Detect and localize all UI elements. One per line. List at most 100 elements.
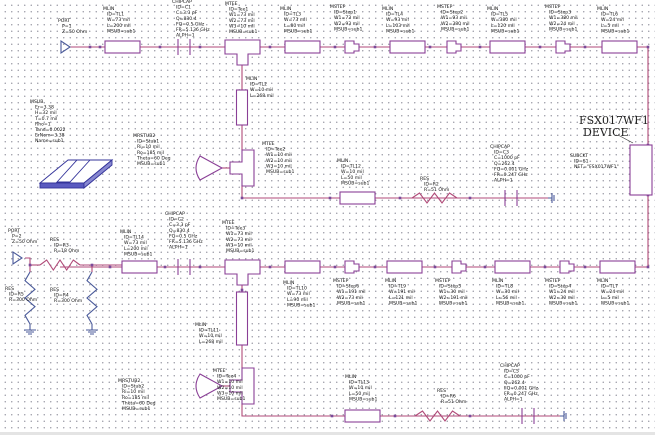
mlin-icon bbox=[344, 409, 381, 423]
component-label: ALPH=1 bbox=[169, 245, 188, 251]
component-label: W3=10 mil bbox=[226, 242, 252, 248]
stub1-component[interactable] bbox=[195, 155, 224, 181]
c5-component[interactable] bbox=[521, 408, 535, 424]
component-label: FQ=0.001 GHz bbox=[504, 385, 539, 391]
r2-component[interactable] bbox=[411, 192, 458, 204]
wire bbox=[241, 404, 560, 417]
step6-component[interactable] bbox=[344, 260, 360, 274]
node-icon bbox=[268, 45, 272, 49]
node-icon bbox=[333, 265, 337, 269]
tee1-component[interactable] bbox=[224, 39, 261, 66]
s1-component[interactable] bbox=[629, 144, 653, 196]
component-label: RES bbox=[420, 176, 429, 182]
r3-component[interactable] bbox=[39, 259, 81, 271]
tl14-component[interactable] bbox=[121, 260, 158, 274]
tl4-component[interactable] bbox=[389, 40, 426, 54]
c3-component[interactable] bbox=[504, 190, 518, 206]
node-icon bbox=[468, 414, 472, 418]
component-label: Q=830.4 bbox=[176, 16, 197, 22]
wire bbox=[241, 185, 548, 199]
port2-component[interactable] bbox=[12, 250, 23, 266]
node-icon bbox=[328, 196, 332, 200]
component-label: FR=5.136 GHz bbox=[169, 239, 203, 245]
component-label: MSUB=sub1 bbox=[287, 302, 315, 308]
component-label: Theta=60 Deg bbox=[121, 400, 156, 406]
component-label: L=50 mil bbox=[349, 391, 370, 397]
substrate-icon bbox=[39, 182, 85, 189]
component-label: R=18 Ohm bbox=[54, 248, 80, 254]
component-label: ALPH=1 bbox=[494, 178, 513, 184]
step1-component[interactable] bbox=[344, 40, 360, 54]
component-label: RES bbox=[50, 287, 59, 293]
tl10-component[interactable] bbox=[284, 260, 321, 274]
msub-component[interactable] bbox=[38, 159, 114, 189]
step2-component[interactable] bbox=[446, 40, 462, 54]
component-label: FQ=0.5 GHz bbox=[169, 233, 198, 239]
mlin-icon bbox=[339, 191, 376, 205]
tl1-component[interactable] bbox=[104, 40, 141, 54]
r5-component[interactable] bbox=[24, 271, 36, 325]
tl2-component[interactable] bbox=[235, 89, 249, 126]
tee3-component[interactable] bbox=[224, 259, 261, 286]
component-label: ID=TL12 bbox=[341, 164, 361, 170]
tl6-component[interactable] bbox=[601, 40, 638, 54]
component-label: MSUB=sub1 bbox=[107, 28, 135, 34]
component-label: MLIN bbox=[280, 6, 291, 12]
node-icon bbox=[240, 196, 244, 200]
component-label: ID=Stub2 bbox=[122, 384, 144, 390]
resistor-icon bbox=[86, 271, 98, 325]
component-label: W2=191 mil bbox=[439, 295, 468, 301]
port1-component[interactable] bbox=[60, 39, 71, 55]
node-icon bbox=[158, 45, 162, 49]
component-label: ID=R6 bbox=[441, 394, 456, 400]
component-label: W=10 mil bbox=[199, 333, 222, 339]
annotation-line-1: FSX017WF1 bbox=[579, 114, 649, 127]
stub2-component[interactable] bbox=[195, 373, 224, 399]
tl7-component[interactable] bbox=[599, 260, 636, 274]
radial-stub-icon bbox=[195, 373, 224, 399]
mlin-icon bbox=[489, 40, 526, 54]
tl5-component[interactable] bbox=[489, 40, 526, 54]
node-icon bbox=[373, 265, 377, 269]
r4-component[interactable] bbox=[86, 271, 98, 325]
node-icon bbox=[98, 45, 102, 49]
tl3-component[interactable] bbox=[284, 40, 321, 54]
component-label: W3=10 mil bbox=[217, 390, 243, 396]
tee4-component[interactable] bbox=[229, 367, 255, 405]
component-label: MSUB=sub1 bbox=[549, 26, 577, 32]
component-label: L=56 mil bbox=[496, 295, 517, 301]
step3-component[interactable] bbox=[555, 40, 571, 54]
tee2-component[interactable] bbox=[229, 149, 255, 187]
node-icon bbox=[393, 414, 397, 418]
mstep-icon bbox=[344, 40, 360, 54]
c1-component[interactable] bbox=[177, 39, 191, 55]
component-label: W=73 mil bbox=[107, 17, 130, 23]
tl12-component[interactable] bbox=[339, 191, 376, 205]
component-label: W2=10 mil bbox=[217, 385, 243, 391]
component-label: MTEE bbox=[213, 368, 226, 374]
tl8-component[interactable] bbox=[494, 260, 531, 274]
component-label: MSUB=sub1 bbox=[441, 26, 469, 32]
r6-component[interactable] bbox=[414, 410, 461, 422]
component-label: P=1 bbox=[62, 24, 72, 30]
tl11-component[interactable] bbox=[235, 291, 249, 346]
mlin-icon bbox=[601, 40, 638, 54]
mstep-icon bbox=[555, 40, 571, 54]
c2-component[interactable] bbox=[177, 259, 191, 275]
component-label: MLIN bbox=[345, 374, 356, 380]
resistor-icon bbox=[39, 259, 81, 271]
step5-component[interactable] bbox=[451, 260, 467, 274]
component-label: C=3.3 pF bbox=[169, 222, 191, 228]
component-label: Ri=10 mil bbox=[122, 389, 145, 395]
ground-icon bbox=[86, 324, 98, 335]
tl13-component[interactable] bbox=[344, 409, 381, 423]
component-label: ALPH=1 bbox=[504, 397, 523, 403]
step4-component[interactable] bbox=[559, 260, 575, 274]
node-icon bbox=[538, 45, 542, 49]
tl9-component[interactable] bbox=[386, 260, 423, 274]
substrate-icon bbox=[83, 159, 113, 189]
wire bbox=[70, 46, 649, 145]
component-label: H=32 mil bbox=[35, 110, 57, 116]
